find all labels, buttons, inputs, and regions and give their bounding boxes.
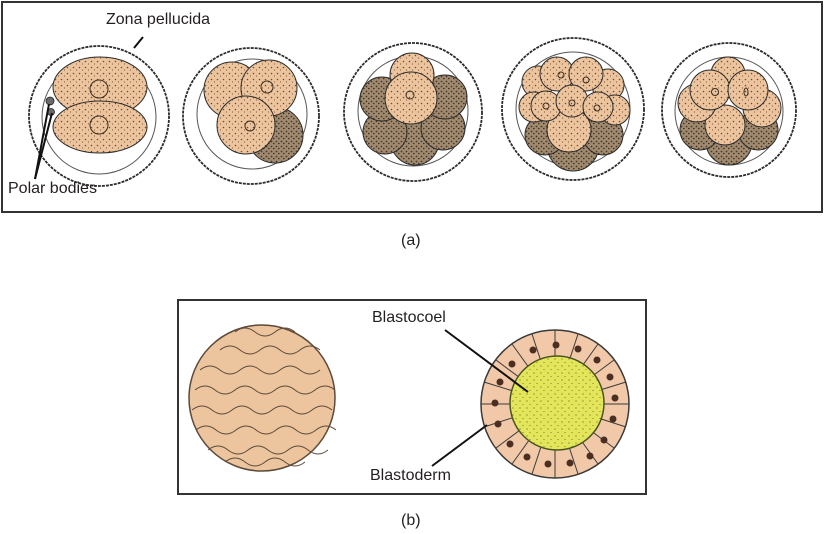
embryo-4-cell <box>182 47 320 185</box>
label-zona-pellucida: Zona pellucida <box>106 11 211 28</box>
embryo-2-cell <box>28 45 170 187</box>
morula-cluster <box>188 324 337 472</box>
embryo-16-cell <box>501 37 645 181</box>
label-polar-bodies: Polar bodies <box>8 180 97 197</box>
caption-b: (b) <box>401 512 421 529</box>
panel-b-blastula <box>177 299 647 495</box>
embryo-8-cell <box>343 42 483 182</box>
label-blastocoel: Blastocoel <box>372 309 446 326</box>
blastula-cross-section <box>480 329 630 479</box>
caption-a: (a) <box>401 232 421 249</box>
label-blastoderm: Blastoderm <box>370 467 451 484</box>
embryo-morula <box>661 42 797 178</box>
